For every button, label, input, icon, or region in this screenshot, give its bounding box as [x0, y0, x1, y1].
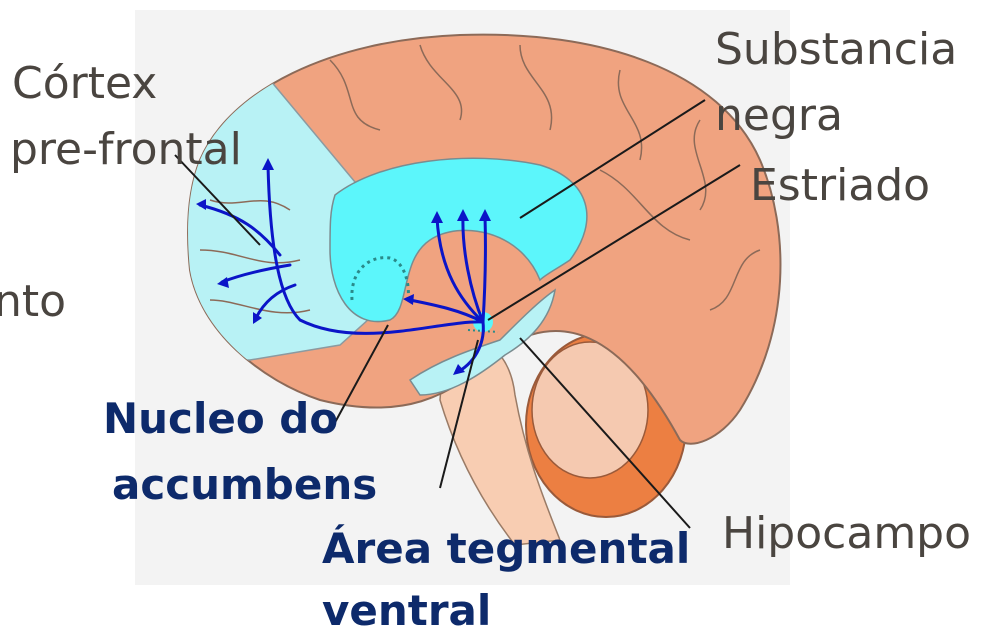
label-substancia-line2: negra [715, 94, 843, 138]
label-nucleo-line1: Nucleo do [103, 398, 338, 440]
label-substancia-line1: Substancia [715, 28, 957, 72]
label-hipocampo: Hipocampo [722, 512, 971, 556]
label-area-line2: ventral [322, 590, 491, 632]
label-area-line1: Área tegmental [322, 528, 690, 570]
label-nucleo-line2: accumbens [112, 464, 377, 506]
label-cortex-line1: Córtex [12, 62, 157, 106]
label-cutoff: nto [0, 280, 66, 324]
label-cortex-line2: pre-frontal [10, 128, 242, 172]
label-estriado: Estriado [750, 164, 930, 208]
